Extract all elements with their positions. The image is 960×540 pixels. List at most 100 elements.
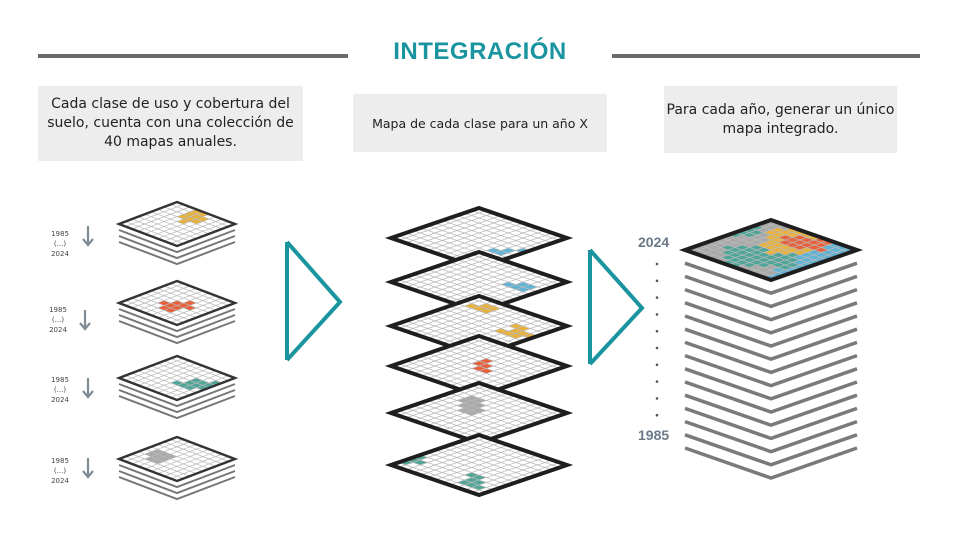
map-cell [806, 240, 822, 245]
map-cell [183, 216, 197, 222]
map-cell [785, 257, 800, 263]
description-text-classes: Cada clase de uso y cobertura del suelo,… [47, 96, 294, 150]
map-grid [125, 358, 229, 398]
description-text-year-map: Mapa de cada clase para un año X [372, 115, 588, 131]
year-ellipsis: (...) [54, 386, 66, 394]
year-dot [655, 296, 659, 299]
class-map-layer [115, 279, 239, 327]
map-cell [763, 250, 779, 255]
year-dot [655, 363, 659, 367]
map-cell [785, 267, 800, 273]
class-map-layer [115, 435, 239, 483]
description-text-integrated: Para cada año, generar un único mapa int… [666, 101, 895, 137]
year-end: 2024 [49, 326, 67, 334]
year-dot [655, 279, 659, 283]
year-dot [655, 262, 659, 266]
map-cell [471, 475, 487, 480]
year-range-label-3: 1985 (...) 2024 [51, 376, 69, 404]
map-cell [157, 300, 171, 306]
year-start: 1985 [51, 376, 69, 384]
class-stack-4 [115, 435, 239, 501]
year-start: 1985 [51, 230, 69, 238]
year-dot [655, 380, 659, 383]
integrated-map-stack [678, 217, 864, 480]
year-layer-edge [684, 301, 858, 335]
map-cell [763, 220, 779, 225]
year-dot [655, 313, 659, 316]
map-grid [125, 283, 229, 323]
class-stack-year-labels: 1985 (...) 2024 1985 (...) 2024 1985 (..… [49, 230, 69, 485]
map-layer-border [678, 217, 864, 283]
map-grid [398, 254, 560, 310]
year-layer-edge [684, 419, 858, 454]
year-sequence-dots [655, 262, 659, 417]
map-cell [170, 300, 184, 306]
map-cell [720, 255, 736, 260]
map-cell [471, 403, 487, 408]
year-end: 2024 [51, 250, 69, 258]
down-arrows [79, 226, 94, 479]
map-cell [405, 457, 421, 463]
arrow-down-icon [82, 458, 94, 479]
page-title: INTEGRACIÓN [393, 38, 567, 65]
map-layer-fill [119, 202, 235, 246]
map-cell [471, 480, 487, 485]
map-cell [785, 247, 800, 253]
stack-edge [118, 383, 236, 408]
year-layer-edge [684, 367, 858, 401]
map-cell [699, 252, 714, 258]
description-box-year-map: Mapa de cada clase para un año X [353, 94, 607, 152]
map-cell [471, 306, 487, 311]
description-box-integrated: Para cada año, generar un único mapa int… [664, 86, 897, 153]
class-stack-3 [115, 354, 239, 420]
class-map-layer [115, 354, 239, 402]
class-stack-1 [115, 200, 239, 266]
map-cell [806, 235, 822, 240]
integrated-stack-year-labels: 2024 1985 [638, 234, 669, 443]
map-cell [785, 262, 800, 268]
year-range-label-1: 1985 (...) 2024 [51, 230, 69, 258]
year-map-stack [384, 205, 574, 498]
stack-edge [118, 470, 236, 495]
year-layer-edge [684, 433, 858, 467]
map-cell [157, 456, 171, 462]
map-layer-border [384, 432, 574, 498]
arrow-down-icon [79, 310, 91, 331]
year-bottom-label: 1985 [638, 427, 669, 443]
year-layer-edge [684, 380, 858, 414]
map-cell [742, 232, 757, 238]
map-grid [125, 204, 229, 244]
map-cell [493, 328, 509, 334]
map-cell [493, 250, 509, 256]
map-cell [806, 260, 822, 265]
map-cell [742, 262, 757, 268]
year-layer-edge [684, 406, 858, 441]
stack-edge [118, 320, 236, 345]
map-cell [763, 245, 779, 250]
map-cell [471, 408, 487, 413]
flow-arrow-2 [588, 248, 645, 366]
map-cell [720, 245, 736, 250]
map-cell [763, 230, 779, 235]
map-cell [828, 252, 843, 258]
year-map-layer-4 [384, 333, 574, 399]
map-cell [763, 260, 779, 265]
stack-edge [118, 235, 236, 260]
year-map-layer-6 [384, 432, 574, 498]
map-cell [196, 216, 210, 222]
map-cell [763, 240, 779, 245]
year-ellipsis: (...) [54, 240, 66, 248]
map-cell [742, 227, 757, 233]
map-cell [742, 237, 757, 243]
map-cell [471, 485, 487, 490]
map-cell [742, 252, 757, 258]
map-cell [471, 398, 487, 403]
map-grid [398, 437, 560, 493]
map-layer-border [115, 354, 239, 402]
map-grid [398, 298, 560, 354]
year-layer-edge [684, 327, 858, 362]
stack-edge [118, 241, 236, 266]
map-cell [720, 235, 736, 240]
map-cell [785, 227, 800, 233]
